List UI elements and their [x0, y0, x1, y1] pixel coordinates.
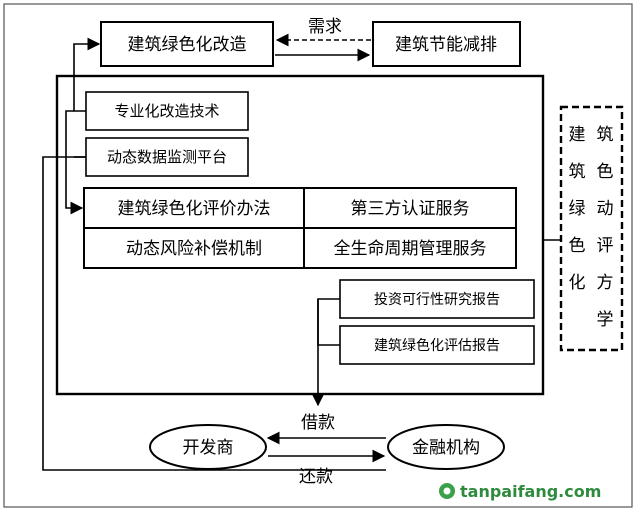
side-method-char: 建	[569, 125, 586, 145]
developer-node	[149, 424, 267, 470]
report-bracket	[317, 298, 340, 346]
side-method-char: 色	[569, 236, 586, 256]
energy-saving-label: 建筑节能减排	[395, 35, 497, 55]
third-party-label: 第三方认证服务	[351, 199, 470, 219]
finance-node	[387, 424, 505, 470]
side-method-char: 评	[597, 236, 614, 256]
side-method-col-a: 建筑绿色化	[569, 125, 586, 293]
feasibility-label: 投资可行性研究报告	[374, 292, 500, 308]
tech-to-retrofit-connector	[73, 37, 101, 112]
assessment-report-box	[339, 325, 535, 365]
developer-label: 开发商	[183, 438, 234, 458]
watermark-text: tanpaifang.com	[460, 482, 601, 501]
evaluation-method-label: 建筑绿色化评价办法	[118, 199, 271, 219]
side-method-char: 化	[569, 273, 586, 293]
side-method-box	[559, 105, 624, 352]
side-method-char: 学	[597, 310, 614, 330]
assessment-report-label: 建筑绿色化评估报告	[374, 337, 500, 354]
repay-label: 还款	[299, 467, 333, 487]
platform-to-repay-line	[42, 156, 386, 471]
connector-to-evaluation	[65, 110, 84, 215]
watermark-logo-dot-icon	[443, 487, 451, 495]
side-method-char: 动	[597, 199, 614, 219]
side-method-char: 色	[597, 162, 614, 182]
risk-compensation-box	[83, 227, 305, 269]
outer-border	[3, 3, 633, 508]
side-method-char: 绿	[569, 199, 586, 219]
side-method-char: 筑	[569, 162, 586, 182]
retrofit-tech-label: 专业化改造技术	[114, 102, 219, 120]
energy-saving-box	[372, 21, 521, 67]
demand-label: 需求	[308, 17, 342, 37]
retrofit-tech-box	[85, 91, 249, 131]
monitor-platform-box	[85, 137, 249, 177]
retrofit-box	[100, 21, 274, 67]
side-method-char: 筑	[597, 125, 614, 145]
side-method-char: 方	[597, 273, 614, 293]
loan-label: 借款	[301, 413, 335, 433]
retrofit-label: 建筑绿色化改造	[128, 35, 247, 55]
feasibility-box	[339, 279, 535, 319]
finance-label: 金融机构	[412, 438, 480, 458]
lifecycle-box	[303, 227, 517, 269]
main-frame	[55, 74, 545, 396]
risk-compensation-label: 动态风险补偿机制	[126, 239, 262, 259]
monitor-platform-label: 动态数据监测平台	[107, 148, 227, 166]
lifecycle-label: 全生命周期管理服务	[334, 239, 487, 259]
